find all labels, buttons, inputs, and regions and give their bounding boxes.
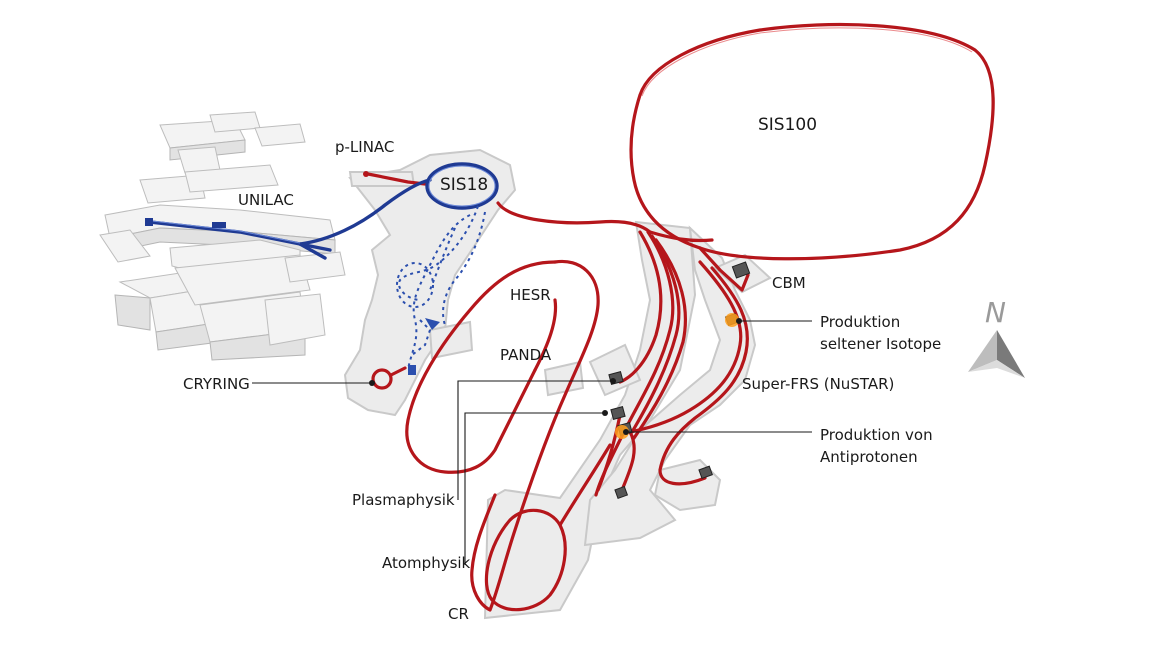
cryring-ring: [371, 366, 407, 390]
label-unilac: UNILAC: [238, 191, 294, 209]
label-atomphysik: Atomphysik: [382, 554, 471, 572]
label-panda: PANDA: [500, 346, 552, 364]
main-tunnel-system: [483, 220, 772, 620]
label-cr: CR: [448, 605, 469, 623]
compass-north-arrow-icon: N: [968, 296, 1025, 378]
sis100-ring: [629, 22, 995, 261]
production-target-glows: [615, 313, 739, 439]
super-frs-beamlines: [594, 230, 749, 497]
cr-ring: [484, 443, 612, 612]
label-antiproton-line1: Produktion von: [820, 426, 933, 444]
label-antiproton-line2: Antiprotonen: [820, 448, 918, 466]
unilac-building-complex: [99, 111, 346, 361]
label-hesr: HESR: [510, 286, 551, 304]
label-cryring: CRYRING: [183, 375, 250, 393]
transfer-line-sis18-sis100: [496, 201, 750, 292]
diagram-labels: SIS100 p-LINAC SIS18 UNILAC HESR PANDA C…: [183, 115, 941, 623]
hesr-ring: [405, 259, 600, 612]
label-sis18: SIS18: [440, 175, 488, 195]
experimental-beamlines-blue: [396, 205, 486, 375]
label-p-linac: p-LINAC: [335, 138, 394, 156]
north-label: N: [985, 296, 1006, 329]
label-plasmaphysik: Plasmaphysik: [352, 491, 455, 509]
unilac-beamline-and-sis18: [145, 162, 499, 260]
label-isotope-line1: Produktion: [820, 313, 900, 331]
label-sis100: SIS100: [758, 115, 817, 135]
label-super-frs: Super-FRS (NuSTAR): [742, 375, 894, 393]
annotation-leader-lines: [252, 318, 812, 565]
label-isotope-line2: seltener Isotope: [820, 335, 941, 353]
label-cbm: CBM: [772, 274, 806, 292]
